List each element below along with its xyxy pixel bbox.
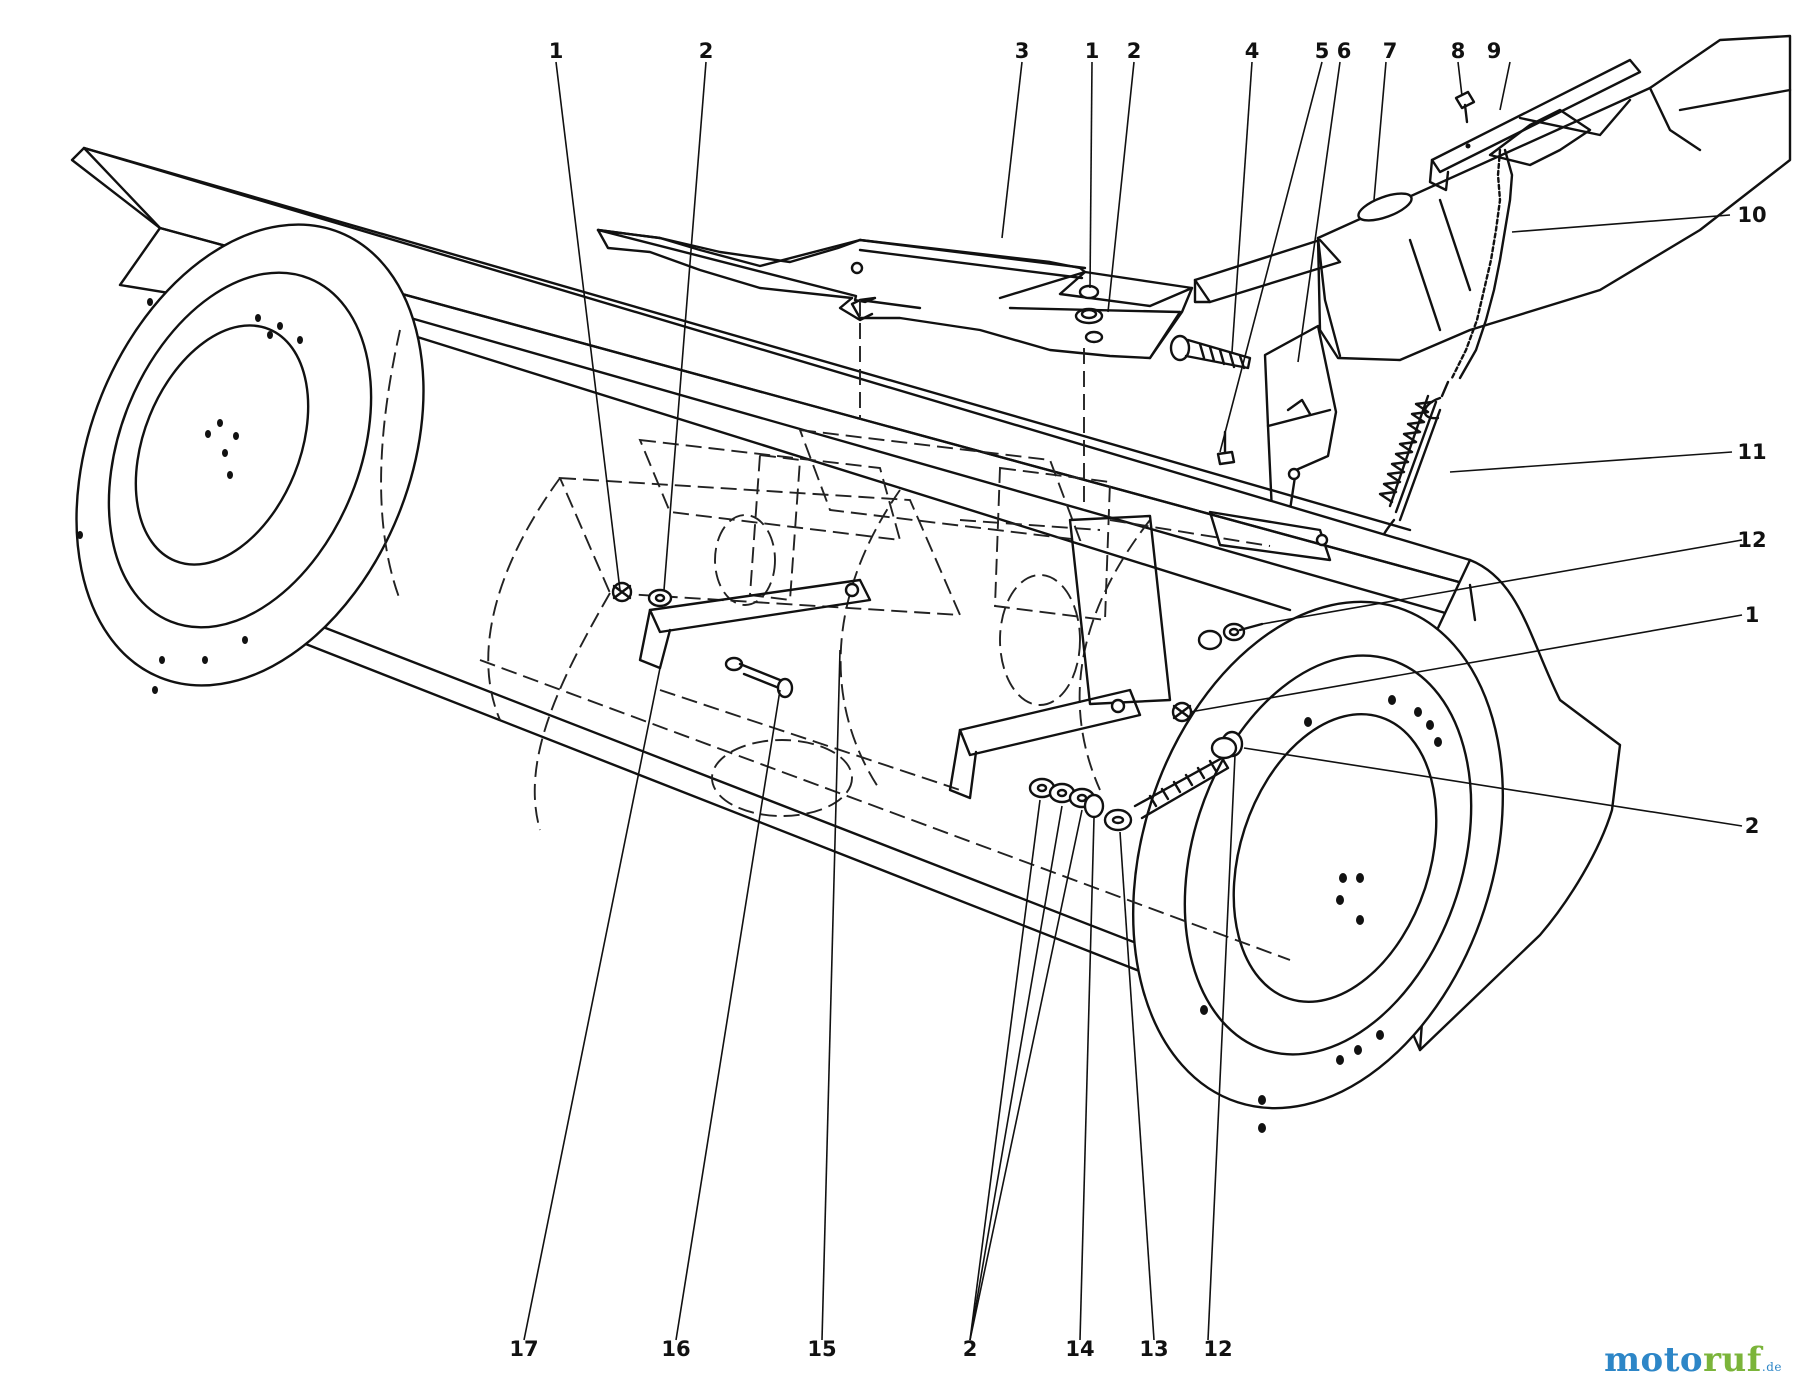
callouts-top: 1 2 3 1 2 4 5 6 7 8 9 — [549, 39, 1502, 63]
callout-16: 16 — [661, 1337, 690, 1361]
left-pulley-disc — [75, 223, 425, 694]
right-pulley-disc — [1131, 600, 1505, 1133]
callout-12-bottom: 12 — [1203, 1337, 1232, 1361]
callout-9: 9 — [1487, 39, 1502, 63]
callout-2-right: 2 — [1745, 814, 1760, 838]
callout-15: 15 — [807, 1337, 836, 1361]
callout-3: 3 — [1015, 39, 1030, 63]
watermark-part-1: moto — [1604, 1340, 1704, 1380]
tractor-frame — [1193, 34, 1792, 362]
bolt-16 — [724, 656, 794, 699]
callouts-right: 10 11 12 1 2 — [1737, 203, 1766, 838]
callout-17: 17 — [509, 1337, 538, 1361]
callout-7: 7 — [1383, 39, 1398, 63]
washer-13 — [1103, 808, 1133, 832]
bracket-5-6 — [1263, 324, 1338, 514]
callout-13: 13 — [1139, 1337, 1168, 1361]
callout-10: 10 — [1737, 203, 1766, 227]
callout-12-right: 12 — [1737, 528, 1766, 552]
center-washers-2 — [1028, 777, 1096, 809]
callouts-bottom: 17 16 15 2 14 13 12 — [509, 1337, 1232, 1361]
callout-1-top: 1 — [1085, 39, 1100, 63]
bolt-8 — [1454, 90, 1476, 124]
callout-1-left: 1 — [549, 39, 564, 63]
spacer-14 — [1083, 793, 1105, 819]
watermark-part-3: .de — [1761, 1360, 1782, 1374]
hitch-bracket — [1428, 58, 1642, 192]
bolt-4 — [1169, 334, 1252, 370]
front-plate-3 — [596, 228, 1194, 360]
left-nut-washer — [611, 581, 673, 608]
callout-1-right: 1 — [1745, 603, 1760, 627]
callout-8: 8 — [1451, 39, 1466, 63]
watermark-logo: motoruf.de — [1604, 1340, 1782, 1380]
callout-4: 4 — [1245, 39, 1260, 63]
callout-6: 6 — [1337, 39, 1352, 63]
callout-14: 14 — [1065, 1337, 1094, 1361]
callout-2-top: 2 — [1127, 39, 1142, 63]
leader-lines — [523, 61, 1743, 1341]
callout-11: 11 — [1737, 440, 1766, 464]
bracket-plates — [638, 510, 1332, 800]
nut-washer-top — [1074, 284, 1104, 344]
right-nut-1 — [1171, 701, 1238, 760]
right-nut-washer-12 — [1197, 622, 1264, 651]
watermark-part-2: ruf — [1703, 1340, 1762, 1380]
spring-11 — [1376, 380, 1450, 558]
callout-2-bottom: 2 — [963, 1337, 978, 1361]
callout-5: 5 — [1315, 39, 1330, 63]
callout-2-left: 2 — [699, 39, 714, 63]
chain-10 — [1450, 108, 1592, 380]
